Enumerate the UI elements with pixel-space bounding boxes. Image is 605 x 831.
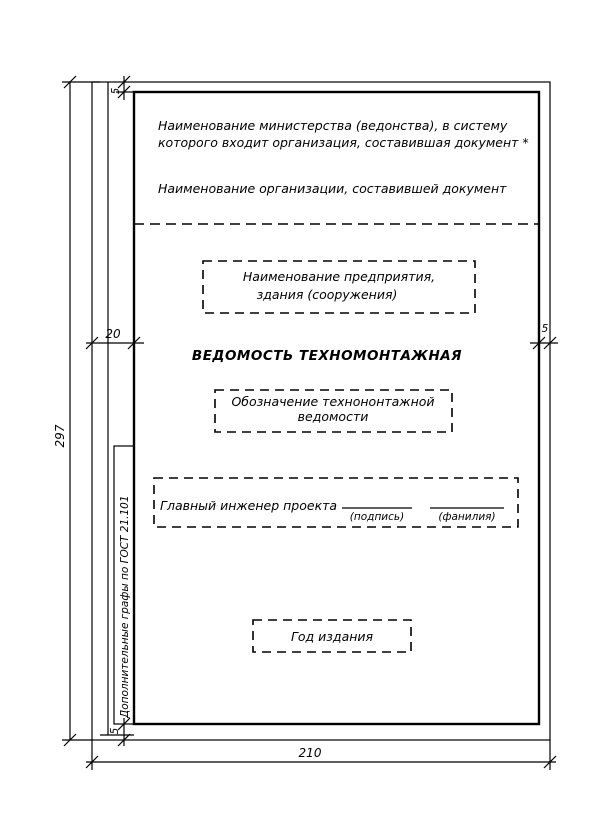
- dim-left-margin-tick-right: [127, 336, 141, 350]
- chief-engineer-label: Главный инженер проекта: [160, 498, 337, 513]
- dim-height-tick-bottom: [63, 733, 77, 747]
- designation-line2: ведомости: [298, 409, 369, 424]
- dim-bottom-margin-value: 5: [109, 727, 121, 734]
- dim-top-margin-tick-bottom: [117, 85, 131, 99]
- designation-box: [214, 389, 453, 433]
- surname-caption: (фанилия): [438, 511, 495, 523]
- organization-name: Наименование организации, составившей до…: [158, 181, 507, 196]
- enterprise-box: [202, 260, 476, 314]
- signature-caption: (подпись): [350, 511, 404, 523]
- additional-columns-label: Дополнительные графы по ГОСТ 21.101: [119, 495, 131, 719]
- year-label: Год издания: [291, 629, 374, 644]
- sheet-outer-border: [91, 81, 551, 741]
- inner-frame: [132, 90, 541, 726]
- dim-height-value: 297: [53, 424, 67, 447]
- dim-right-margin-value: 5: [542, 323, 549, 335]
- designation-line1: Обозначение технононтажной: [231, 394, 434, 409]
- dim-left-margin-tick-left: [85, 336, 99, 350]
- chief-engineer-box: [153, 477, 519, 528]
- document-title: ВЕДОМОСТЬ ТЕХНОМОНТАЖНАЯ: [192, 348, 462, 364]
- dim-height-tick-top: [63, 75, 77, 89]
- ministry-name-line2: которого входит организация, составившая…: [158, 135, 529, 150]
- dim-right-margin-tick-right: [543, 336, 557, 350]
- dim-width-tick-left: [85, 755, 99, 769]
- dim-right-margin-tick-left: [532, 336, 546, 350]
- year-box: [252, 619, 412, 653]
- enterprise-name-line2: здания (сооружения): [257, 287, 398, 302]
- dim-width-value: 210: [299, 746, 322, 760]
- dim-left-margin-value: 20: [105, 327, 121, 341]
- enterprise-name-line1: Наименование предприятия,: [243, 269, 435, 284]
- dim-width-tick-right: [543, 755, 557, 769]
- dim-bottom-margin-tick-bottom: [117, 733, 131, 747]
- dim-top-margin-value: 5: [110, 87, 122, 94]
- ministry-name-line1: Наименование министерства (ведонства), в…: [158, 118, 508, 133]
- dim-bottom-margin-tick-top: [117, 717, 131, 731]
- dim-top-margin-tick-top: [117, 75, 131, 89]
